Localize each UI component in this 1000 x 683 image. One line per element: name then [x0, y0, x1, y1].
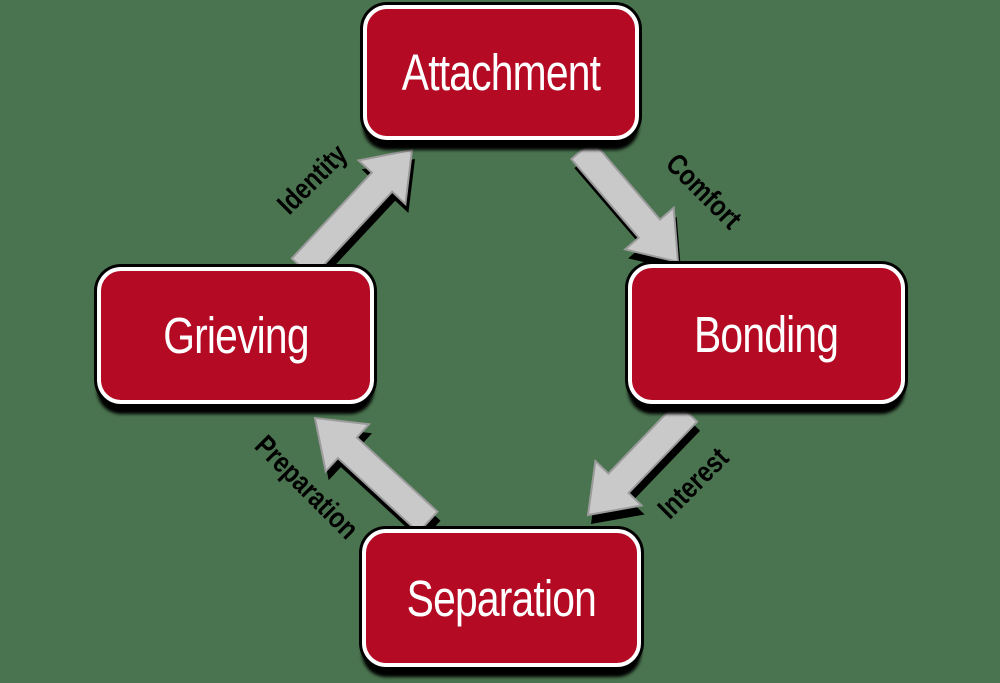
- arrow-interest-icon: [586, 400, 701, 524]
- node-grieving-label: Grieving: [162, 307, 309, 364]
- node-grieving: Grieving: [97, 267, 374, 404]
- node-separation: Separation: [362, 529, 641, 667]
- arrow-preparation-icon: [313, 416, 441, 542]
- arrow-comfort-icon: [569, 139, 681, 271]
- node-attachment: Attachment: [363, 5, 639, 140]
- node-separation-label: Separation: [406, 569, 597, 627]
- arrow-identity-icon: [290, 148, 415, 287]
- node-bonding: Bonding: [628, 264, 905, 404]
- node-attachment-label: Attachment: [401, 44, 601, 101]
- node-bonding-label: Bonding: [694, 305, 839, 363]
